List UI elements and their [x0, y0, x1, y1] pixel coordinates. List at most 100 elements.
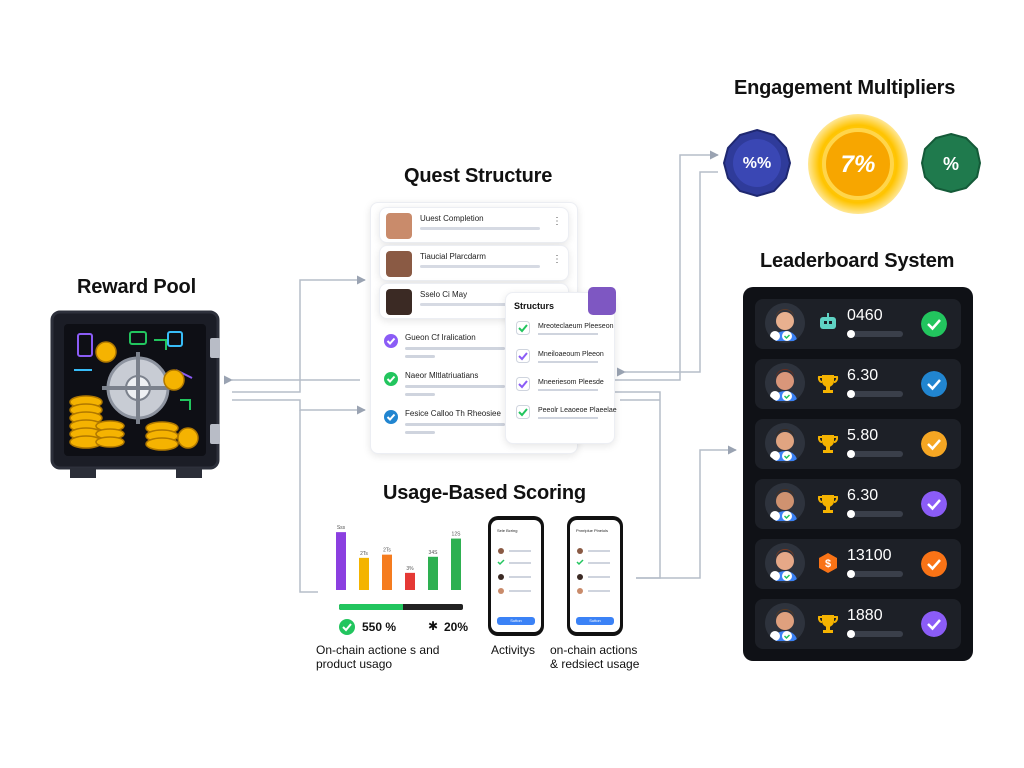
check-circle-icon	[921, 431, 947, 457]
trophy-icon	[817, 375, 839, 393]
structure-item[interactable]: Peeolr Leaoeoe Plaeelae	[516, 405, 617, 429]
multiplier-badge-left: %%	[722, 128, 792, 198]
progress-bar	[339, 604, 463, 610]
leaderboard-row[interactable]: 1880	[755, 599, 961, 649]
check-icon	[516, 321, 530, 335]
structure-item-label: Mneeriesom Pleesde	[538, 379, 604, 386]
leaderboard-row[interactable]: 0460	[755, 299, 961, 349]
structure-item[interactable]: Mneeriesom Pleesde	[516, 377, 606, 401]
check-circle-icon	[921, 371, 947, 397]
leaderboard-score: 1880	[847, 607, 883, 624]
leaderboard-score: 13100	[847, 547, 892, 564]
leaderboard-row[interactable]: 5.80	[755, 419, 961, 469]
caption-activitys: Activitys	[491, 643, 536, 657]
check-circle-icon	[921, 311, 947, 337]
score-progress	[847, 630, 903, 638]
trophy-icon	[817, 435, 839, 453]
svg-text:$: $	[825, 558, 831, 570]
leaderboard-row[interactable]: 6.30	[755, 359, 961, 409]
check-circle-icon	[384, 410, 398, 424]
leaderboard-panel: 0460 6.30 5.80 6.30 $13100 1880	[743, 287, 973, 661]
structure-title: Structurs	[514, 301, 555, 311]
avatar	[765, 603, 805, 643]
caption-onchain-product: On-chain actione s and product usago	[316, 643, 440, 671]
robot-icon	[820, 313, 836, 329]
structure-item-label: Mreoteclaeum Pleeseon	[538, 323, 614, 330]
quest-label: Uuest Completion	[420, 214, 484, 223]
multiplier-badge-center: 7%	[822, 128, 894, 200]
usage-scoring-title: Usage-Based Scoring	[383, 482, 586, 504]
leaderboard-score: 5.80	[847, 427, 879, 444]
structure-panel: Structurs Mreoteclaeum Pleeseon Mneiloae…	[505, 292, 617, 444]
phone-button[interactable]: Sutton	[576, 617, 614, 625]
avatar	[765, 363, 805, 403]
more-icon[interactable]: ⋮	[552, 216, 562, 227]
bar-value-label: 2Ts	[383, 548, 391, 554]
task-item[interactable]: Gueon Cf Iralication	[383, 333, 505, 363]
phone-mockup: Sele Bcring Sutton	[488, 516, 544, 636]
leaderboard-row[interactable]: 6.30	[755, 479, 961, 529]
phone-mockup: Pnnriplue Plneiols Sutton	[567, 516, 623, 636]
avatar	[386, 289, 412, 315]
check-circle-icon	[921, 491, 947, 517]
structure-item-label: Peeolr Leaoeoe Plaeelae	[538, 407, 617, 414]
score-progress	[847, 450, 903, 458]
more-icon[interactable]: ⋮	[552, 254, 562, 265]
check-circle-icon	[384, 372, 398, 386]
structure-item-label: Mneiloaeoum Pleeon	[538, 351, 604, 358]
avatar	[386, 251, 412, 277]
avatar	[765, 543, 805, 583]
safe-illustration	[50, 310, 222, 480]
check-circle-icon	[339, 619, 355, 635]
score-progress	[847, 330, 903, 338]
quest-row[interactable]: Uuest Completion ⋮	[379, 207, 569, 243]
check-circle-icon	[384, 334, 398, 348]
svg-text:%%: %%	[743, 155, 771, 172]
score-percent: 550 %	[362, 620, 397, 634]
phone-title: Pnnriplue Plneiols	[576, 528, 609, 533]
quest-label: Tiaucial Plarcdarm	[420, 252, 486, 261]
task-label: Naeor Mltlatriuatians	[405, 371, 479, 380]
avatar	[588, 287, 616, 315]
caption-onchain-redsiect: on-chain actions & redsiect usage	[550, 643, 640, 671]
leaderboard-title: Leaderboard System	[760, 250, 955, 272]
quest-row[interactable]: Tiaucial Plarcdarm ⋮	[379, 245, 569, 281]
pin-icon: ✱	[428, 619, 439, 633]
bar	[451, 538, 461, 590]
bar-value-label: 34S	[429, 550, 439, 556]
avatar	[765, 303, 805, 343]
structure-item[interactable]: Mreoteclaeum Pleeseon	[516, 321, 614, 345]
score-progress	[847, 510, 903, 518]
trophy-icon	[817, 495, 839, 513]
bar	[405, 572, 415, 590]
task-label: Gueon Cf Iralication	[405, 333, 476, 342]
phone-title: Sele Bcring	[497, 528, 518, 533]
check-circle-icon	[921, 611, 947, 637]
bar	[336, 532, 346, 590]
check-circle-icon	[921, 551, 947, 577]
safe-icon	[50, 310, 220, 478]
structure-item[interactable]: Mneiloaeoum Pleeon	[516, 349, 606, 373]
svg-text:%: %	[943, 154, 959, 174]
quest-label: Sselo Ci May	[420, 290, 468, 299]
bar-value-label: 3%	[406, 566, 414, 572]
check-icon	[516, 405, 530, 419]
leaderboard-row[interactable]: $13100	[755, 539, 961, 589]
phone-button[interactable]: Sutton	[497, 617, 535, 625]
score-progress	[847, 390, 903, 398]
bar-value-label: Sss	[337, 525, 346, 531]
leaderboard-score: 6.30	[847, 367, 879, 384]
bar	[359, 557, 369, 590]
task-item[interactable]: Naeor Mltlatriuatians	[383, 371, 505, 401]
bar	[382, 554, 392, 590]
task-item[interactable]: Fesice Calloo Th Rheosiee	[383, 409, 505, 439]
multiplier-badge-right: %	[920, 132, 982, 194]
quest-structure-title: Quest Structure	[404, 165, 553, 187]
leaderboard-score: 6.30	[847, 487, 879, 504]
check-icon	[516, 349, 530, 363]
multipliers-title: Engagement Multipliers	[734, 77, 956, 99]
task-label: Fesice Calloo Th Rheosiee	[405, 409, 501, 418]
bar-value-label: 12S	[452, 532, 462, 538]
